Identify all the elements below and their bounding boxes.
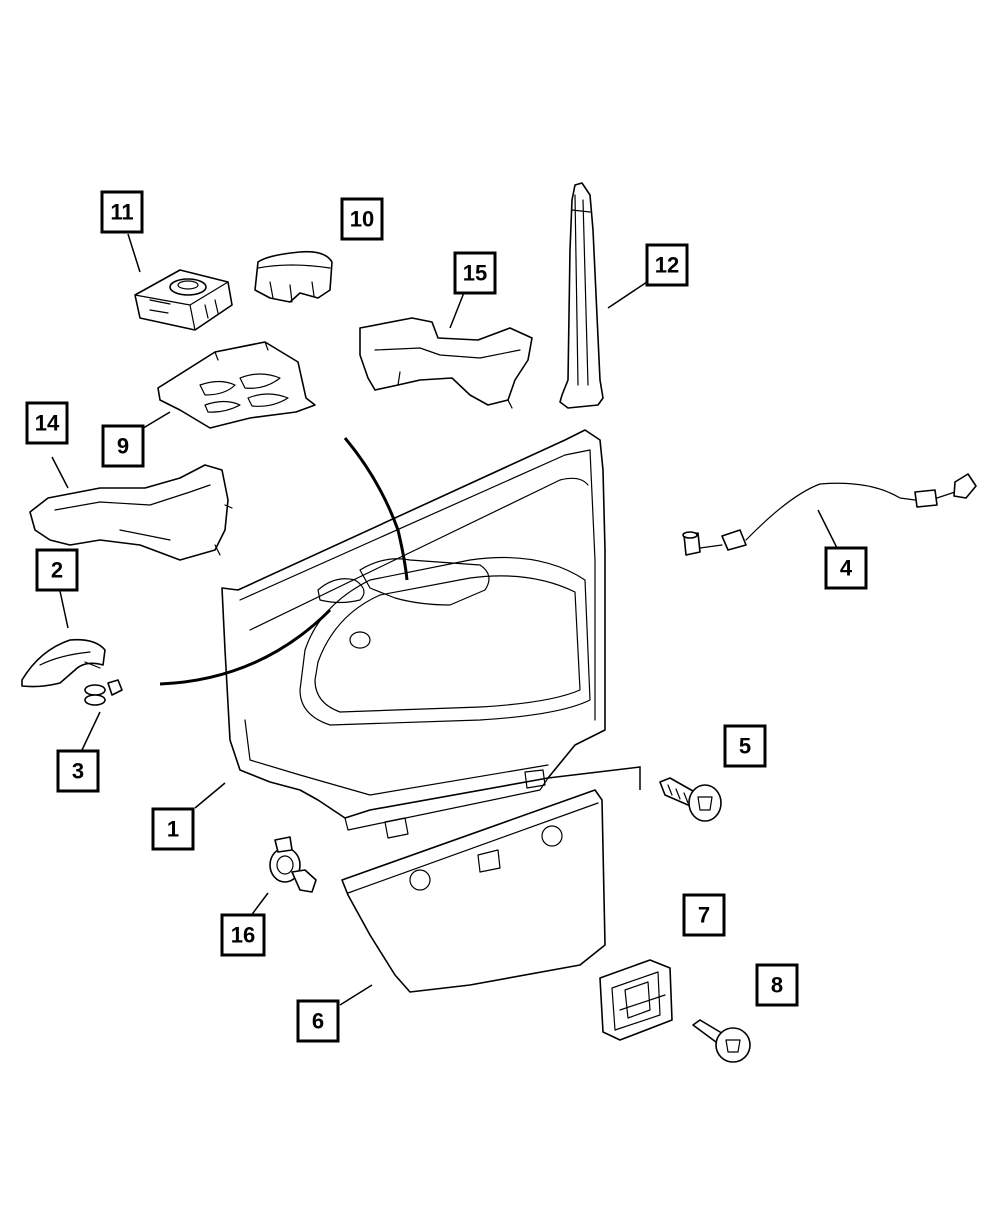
callout-11: 11 [100, 190, 144, 234]
callout-8: 8 [755, 963, 799, 1007]
callout-12: 12 [645, 243, 689, 287]
callout-4: 4 [824, 546, 868, 590]
part-8-screw [692, 1019, 751, 1063]
callout-7: 7 [682, 893, 726, 937]
part-15-handle-trim [359, 317, 533, 409]
callout-2: 2 [35, 548, 79, 592]
part-10-switch-bezel [254, 250, 333, 303]
callout-16: 16 [220, 913, 266, 957]
callout-9: 9 [101, 424, 145, 468]
part-6-lower-trim [341, 789, 606, 993]
part-4-cable [682, 473, 977, 556]
callout-label: 1 [167, 817, 179, 842]
callout-3: 3 [56, 749, 100, 793]
callout-6: 6 [296, 999, 340, 1043]
callout-label: 12 [655, 253, 679, 278]
callout-label: 6 [312, 1009, 324, 1034]
part-2-handle-bezel [21, 638, 106, 688]
callout-14: 14 [25, 401, 69, 445]
callout-label: 8 [771, 973, 783, 998]
callout-15: 15 [453, 251, 497, 295]
callout-1: 1 [151, 807, 195, 851]
part-12-garnish [559, 182, 604, 409]
callout-label: 11 [110, 200, 133, 225]
callout-label: 4 [840, 556, 853, 581]
callout-label: 16 [231, 923, 255, 948]
callout-label: 2 [51, 558, 63, 583]
callout-label: 15 [463, 261, 487, 286]
callout-label: 5 [739, 734, 751, 759]
part-11-switch-module [134, 269, 233, 331]
callout-label: 14 [35, 411, 60, 436]
callout-label: 3 [72, 759, 84, 784]
leader-lines [51, 233, 839, 1006]
part-3-fastener-set [84, 679, 123, 706]
callout-10: 10 [340, 197, 384, 241]
callout-label: 9 [117, 434, 129, 459]
part-16-push-pin [269, 836, 317, 893]
part-5-screw [659, 777, 722, 822]
callout-5: 5 [723, 724, 767, 768]
callout-label: 7 [698, 903, 710, 928]
routing-arrows [159, 437, 409, 686]
part-14-handle-trim [29, 464, 233, 561]
part-1-door-trim-panel [221, 429, 606, 839]
callout-label: 10 [350, 207, 374, 232]
part-7-bracket [599, 959, 673, 1041]
part-9-armrest-bezel [157, 341, 316, 429]
